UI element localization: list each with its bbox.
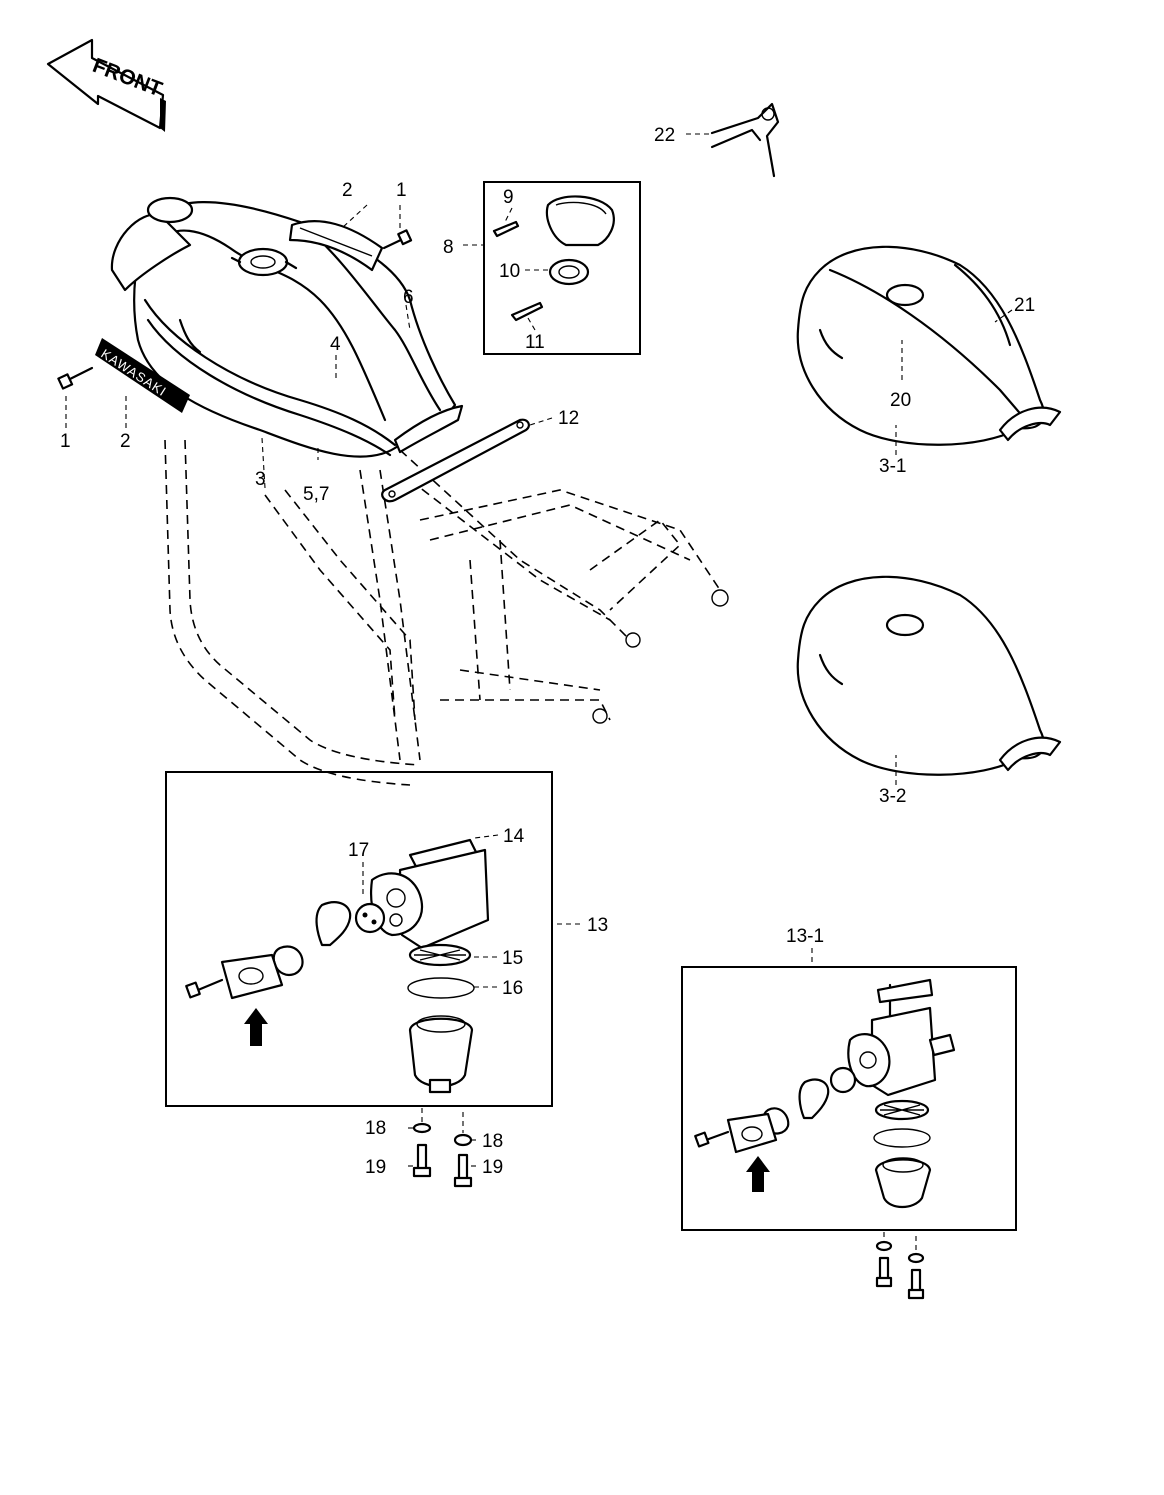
cap-parts bbox=[492, 195, 615, 322]
key-icon bbox=[710, 102, 780, 178]
callout-labels: 1 2 6 4 1 2 3 5,7 8 9 10 11 12 22 21 20 … bbox=[60, 125, 1035, 1178]
label-2-left: 2 bbox=[120, 431, 131, 452]
label-22: 22 bbox=[654, 125, 675, 146]
fuel-tank-variant-2 bbox=[796, 575, 1062, 776]
label-13: 13 bbox=[587, 915, 608, 936]
label-8: 8 bbox=[443, 237, 454, 258]
label-10: 10 bbox=[499, 261, 520, 282]
front-arrow-icon: FRONT bbox=[46, 38, 166, 132]
label-17: 17 bbox=[348, 840, 369, 861]
label-1-top: 1 bbox=[396, 180, 407, 201]
decal-top bbox=[288, 220, 384, 272]
fuel-tank-variant-1 bbox=[796, 245, 1062, 446]
cap-assembly-box bbox=[483, 181, 641, 355]
label-5-7: 5,7 bbox=[303, 484, 329, 505]
label-15: 15 bbox=[502, 948, 523, 969]
label-12: 12 bbox=[558, 408, 579, 429]
washer-bolt-set-variant bbox=[875, 1232, 925, 1300]
label-19-right: 19 bbox=[482, 1157, 503, 1178]
label-11: 11 bbox=[525, 332, 545, 353]
label-9: 9 bbox=[503, 187, 514, 208]
tank-strap bbox=[381, 418, 530, 503]
petcock-variant-parts bbox=[694, 978, 956, 1209]
label-4: 4 bbox=[330, 334, 341, 355]
label-20: 20 bbox=[890, 390, 911, 411]
frame-outline bbox=[164, 439, 729, 786]
label-16: 16 bbox=[502, 978, 523, 999]
label-3-1: 3-1 bbox=[879, 456, 906, 477]
label-1-left: 1 bbox=[60, 431, 71, 452]
label-18-left: 18 bbox=[365, 1118, 386, 1139]
label-19-left: 19 bbox=[365, 1157, 386, 1178]
label-3-2: 3-2 bbox=[879, 786, 906, 807]
bolt-top-icon bbox=[382, 229, 413, 250]
petcock-parts bbox=[185, 838, 490, 1094]
label-3: 3 bbox=[255, 469, 266, 490]
label-14: 14 bbox=[503, 826, 525, 847]
label-18-right: 18 bbox=[482, 1131, 503, 1152]
leader-lines bbox=[65, 204, 1013, 1167]
label-6: 6 bbox=[403, 287, 414, 308]
bolt-left-icon bbox=[57, 366, 94, 390]
washer-bolt-set bbox=[412, 1108, 473, 1188]
label-13-1: 13-1 bbox=[786, 926, 824, 947]
petcock-box-variant bbox=[681, 966, 1017, 1231]
petcock-box bbox=[165, 771, 553, 1107]
label-21: 21 bbox=[1014, 295, 1035, 316]
label-2-top: 2 bbox=[342, 180, 353, 201]
